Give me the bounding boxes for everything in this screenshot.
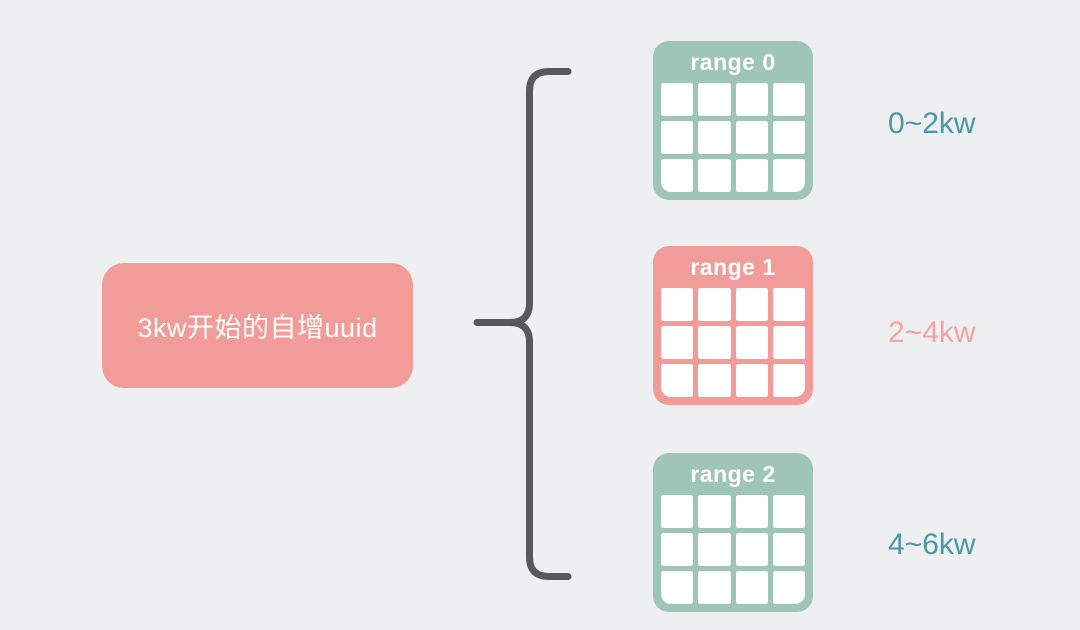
- table-cell: [661, 121, 694, 154]
- table-cell: [735, 533, 768, 566]
- table-cell: [735, 326, 768, 359]
- table-cell: [735, 159, 768, 192]
- range-0-table-title: range 0: [690, 48, 776, 75]
- table-cell: [772, 83, 805, 116]
- table-cell: [661, 364, 694, 397]
- table-cell: [661, 288, 694, 321]
- table-cell: [698, 326, 731, 359]
- table-cell: [661, 83, 694, 116]
- table-cell: [661, 159, 694, 192]
- range-1-table: range 1: [653, 246, 813, 405]
- table-cell: [772, 495, 805, 528]
- source-node: 3kw开始的自增uuid: [102, 263, 413, 388]
- table-cell: [735, 288, 768, 321]
- range-0-label: 0~2kw: [888, 107, 976, 140]
- table-cell: [698, 121, 731, 154]
- range-2-label: 4~6kw: [888, 528, 976, 561]
- table-cell: [698, 364, 731, 397]
- table-cell: [735, 83, 768, 116]
- table-cell: [772, 326, 805, 359]
- table-cell: [698, 533, 731, 566]
- table-cell: [735, 364, 768, 397]
- range-0-table: range 0: [653, 41, 813, 200]
- table-cell: [698, 288, 731, 321]
- table-cell: [735, 571, 768, 604]
- range-2-table-title: range 2: [690, 460, 776, 487]
- range-0-table-grid: [661, 83, 805, 192]
- table-cell: [735, 121, 768, 154]
- table-cell: [661, 533, 694, 566]
- range-1-label: 2~4kw: [888, 316, 976, 349]
- range-2-table: range 2: [653, 453, 813, 612]
- table-cell: [772, 288, 805, 321]
- table-cell: [735, 495, 768, 528]
- table-cell: [698, 159, 731, 192]
- range-1-table-title: range 1: [690, 253, 776, 280]
- range-1-table-grid: [661, 288, 805, 397]
- table-cell: [772, 571, 805, 604]
- table-cell: [661, 326, 694, 359]
- table-cell: [772, 159, 805, 192]
- range-2-table-grid: [661, 495, 805, 604]
- table-cell: [698, 495, 731, 528]
- table-cell: [772, 533, 805, 566]
- table-cell: [772, 121, 805, 154]
- table-cell: [698, 83, 731, 116]
- table-cell: [661, 495, 694, 528]
- table-cell: [698, 571, 731, 604]
- table-cell: [772, 364, 805, 397]
- source-node-label: 3kw开始的自增uuid: [137, 313, 378, 343]
- table-cell: [661, 571, 694, 604]
